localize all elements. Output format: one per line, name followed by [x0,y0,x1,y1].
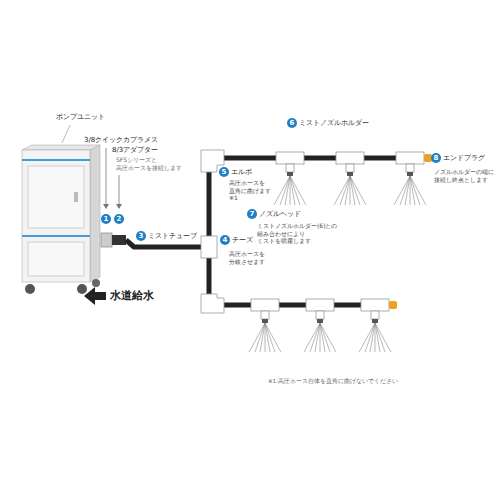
nozzle-holder [249,299,281,352]
end-plug [389,301,397,309]
part-name: エンドプラグ [443,154,485,163]
callout-number: 8 [431,153,441,163]
nozzle-holder [334,152,366,205]
callout-number: 6 [287,118,297,128]
nozzle-holder [304,299,336,352]
unit-label: ポンプユニット [56,113,105,122]
part-name: ミストノズルホルダー [299,119,369,128]
leader-line [62,125,70,143]
part-name: エルボ [231,168,252,177]
supply-label: 水道給水 [110,289,154,303]
callout-number: 4 [220,235,230,245]
note-text: 高圧ホースを 直角に曲げます ※1 [229,179,272,202]
note-text: 高圧ホースを 分岐させます [229,250,266,265]
part-name: ノズルヘッド [259,210,301,219]
callout-number: 5 [219,167,229,177]
callout-number: 2 [114,214,124,224]
note-text: ノズルホルダーの端に 接続し終点とします [434,168,495,183]
quick-coupler [101,233,112,247]
part-name: ミストチューブ [148,232,197,241]
supply-arrow [84,287,106,305]
callout-number: 7 [247,209,257,219]
footnote: ※1:高圧ホース自体を直角に曲げないでください [268,378,398,385]
note-text: ミストノズルホルダー(6)との 組み合わせにより ミストを噴霧します [257,222,339,245]
part-name: 3/8クイックカプラメス [84,136,158,145]
part-name: 8/3アダプター [112,146,158,155]
part-name: チーズ [232,236,253,245]
high-pressure-hose [126,158,420,305]
note-text: SFSシリーズと 高圧ホースを接続します [116,156,183,171]
elbow-fitting [201,294,224,313]
tee-fitting [201,236,217,258]
nozzle-holder [394,152,426,205]
callout-number: 3 [136,231,146,241]
adapter [112,235,126,245]
callout-number: 1 [101,214,111,224]
nozzle-holder [274,152,306,205]
nozzle-holder [359,299,391,352]
pump-unit [22,145,100,294]
